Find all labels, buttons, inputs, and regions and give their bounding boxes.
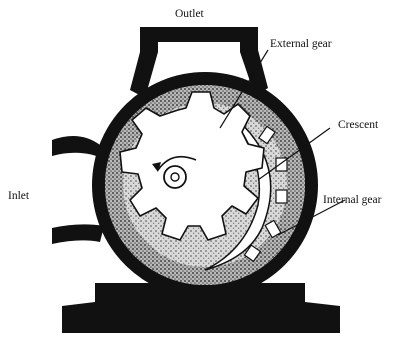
crescent-label: Crescent — [338, 119, 379, 131]
gear-shaft-hub — [171, 173, 179, 181]
inlet-pipe-upper-wall — [52, 136, 106, 160]
external-gear-label: External gear — [270, 38, 332, 50]
outlet-label: Outlet — [175, 8, 205, 20]
inlet-label: Inlet — [8, 190, 30, 202]
internal-gear-label: Internal gear — [323, 194, 382, 206]
inlet-pipe-lower-wall — [52, 224, 104, 244]
